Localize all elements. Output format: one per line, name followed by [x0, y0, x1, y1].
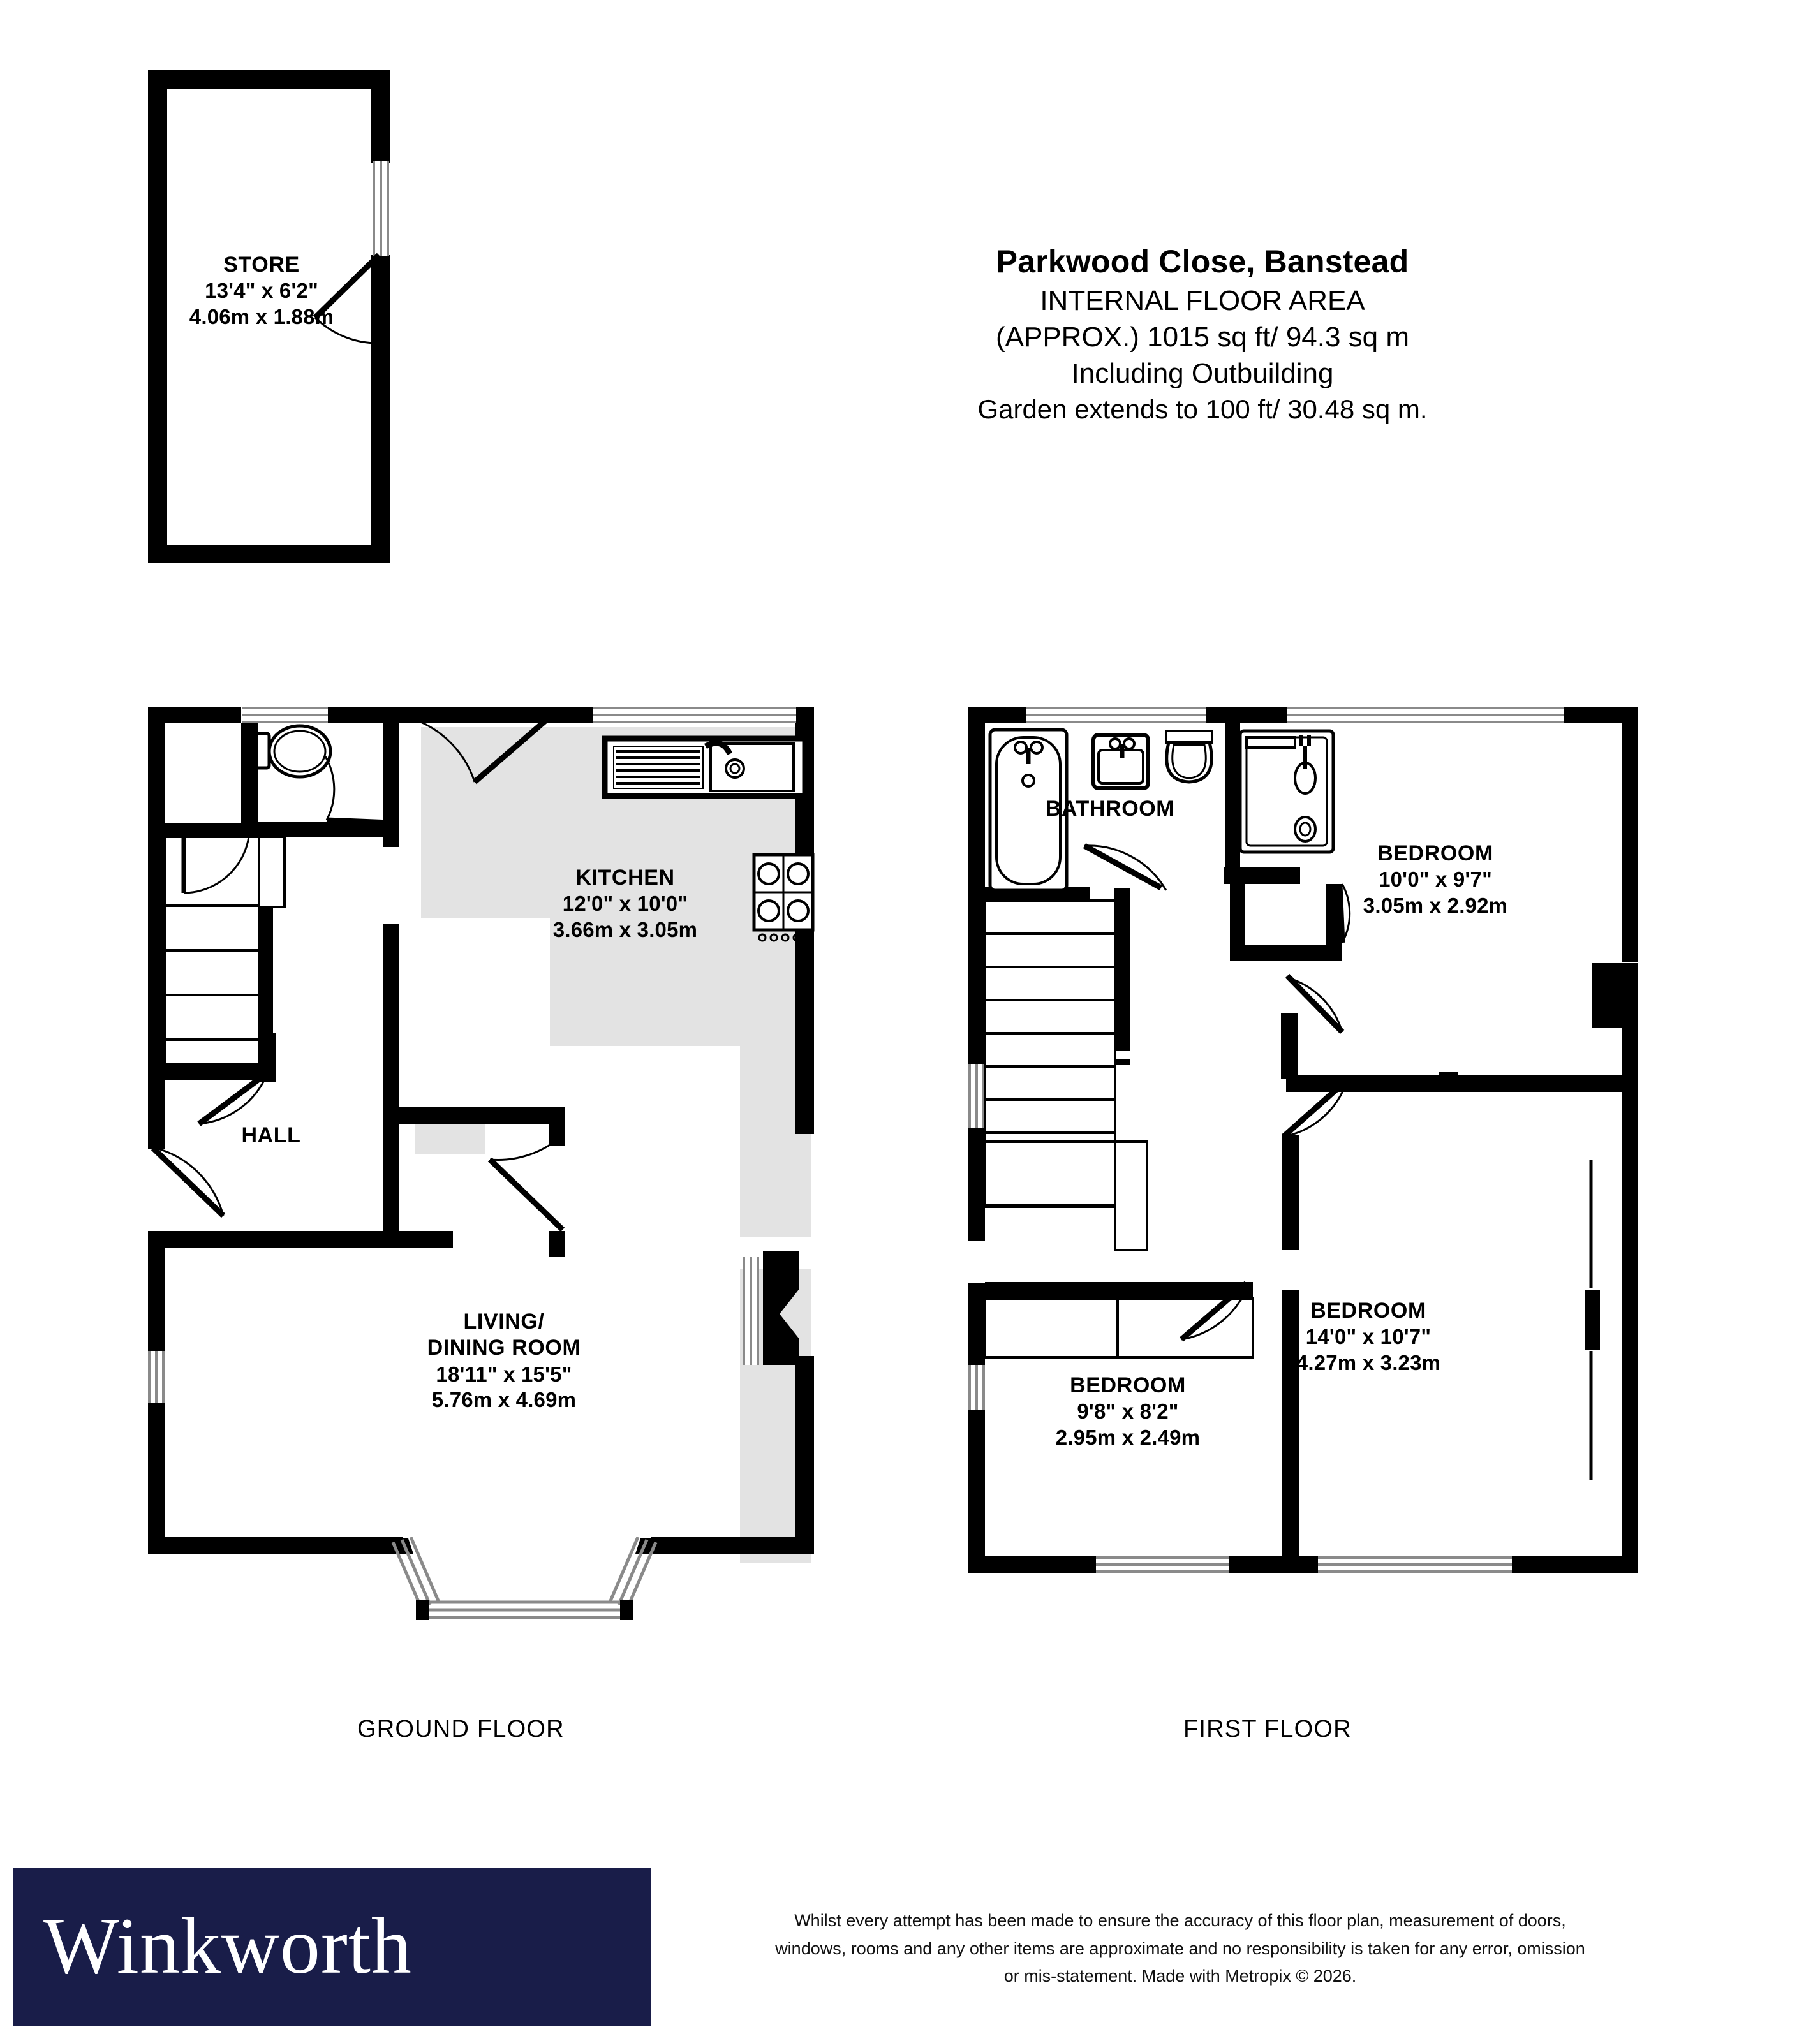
hall-door	[197, 1073, 267, 1126]
bedroom3-door	[1180, 1281, 1249, 1342]
header-line-2: INTERNAL FLOOR AREA	[1040, 285, 1365, 316]
store-room-label: STORE 13'4" x 6'2" 4.06m x 1.88m	[153, 252, 370, 330]
bedroom2-room-label: BEDROOM 14'0" x 10'7" 4.27m x 3.23m	[1247, 1298, 1490, 1376]
brand-logo: Winkworth	[13, 1868, 651, 2026]
understairs-cupboard-door	[181, 829, 250, 894]
ground-floor-internal-walls	[148, 707, 565, 1257]
living-dining-room-label: LIVING/ DINING ROOM 18'11" x 15'5" 5.76m…	[364, 1309, 644, 1413]
page-title: Parkwood Close, Banstead	[996, 244, 1409, 279]
living-room-door	[487, 1133, 565, 1232]
living-imperial: 18'11" x 15'5"	[436, 1362, 572, 1386]
chimney-breast	[763, 1251, 799, 1365]
shower-cubicle-icon	[1238, 729, 1335, 854]
wc-toilet-icon	[253, 724, 332, 779]
ground-floor-walls	[148, 707, 814, 1554]
bedroom3-window	[968, 1365, 985, 1410]
store-outbuilding	[148, 70, 390, 563]
first-floor-internal-walls	[968, 707, 1624, 1573]
disclaimer-line-2: windows, rooms and any other items are a…	[775, 1938, 1585, 1958]
bedroom2-metric: 4.27m x 3.23m	[1296, 1350, 1441, 1374]
brand-logo-text: Winkworth	[43, 1902, 412, 1991]
kitchen-sink-icon	[602, 735, 808, 799]
plan-header: Parkwood Close, Banstead INTERNAL FLOOR …	[880, 241, 1525, 427]
wc-window	[241, 707, 328, 723]
bedroom3-room-label: BEDROOM 9'8" x 8'2" 2.95m x 2.49m	[1007, 1373, 1249, 1450]
kitchen-metric: 3.66m x 3.05m	[552, 917, 698, 941]
bedroom1-room-label: BEDROOM 10'0" x 9'7" 3.05m x 2.92m	[1314, 841, 1557, 918]
first-floor-walls	[968, 707, 1638, 1573]
landing-window	[968, 1064, 985, 1128]
living-room-window-right	[743, 1257, 759, 1365]
staircase-first	[984, 899, 1254, 1359]
living-metric: 5.76m x 4.69m	[431, 1388, 577, 1412]
bedroom2-imperial: 14'0" x 10'7"	[1305, 1325, 1432, 1349]
first-floor-caption: FIRST FLOOR	[1183, 1716, 1352, 1743]
kitchen-window	[593, 707, 796, 723]
front-door	[151, 1146, 226, 1218]
bathroom-window	[1026, 707, 1206, 723]
header-line-3: (APPROX.) 1015 sq ft/ 94.3 sq m	[995, 321, 1410, 353]
wc-toilet-icon-first	[1165, 730, 1213, 784]
kitchen-imperial: 12'0" x 10'0"	[562, 892, 688, 916]
bedroom3-name: BEDROOM	[1070, 1373, 1186, 1397]
kitchen-room-label: KITCHEN 12'0" x 10'0" 3.66m x 3.05m	[504, 865, 746, 943]
ground-floor-plan	[148, 707, 815, 1620]
first-floor-plan	[968, 707, 1638, 1573]
hob-four-burner-icon	[752, 853, 815, 942]
bathroom-room-label: BATHROOM	[1005, 796, 1215, 822]
bay-window	[383, 1537, 666, 1620]
wc-door	[324, 756, 391, 826]
bedroom3-metric: 2.95m x 2.49m	[1055, 1425, 1201, 1449]
living-name-line2: DINING ROOM	[427, 1336, 581, 1360]
kitchen-name: KITCHEN	[575, 866, 675, 890]
hall-room-label: HALL	[191, 1123, 351, 1149]
living-room-window-left	[148, 1351, 165, 1403]
store-imperial: 13'4" x 6'2"	[205, 279, 318, 303]
store-name: STORE	[223, 253, 300, 277]
wash-basin-icon	[1091, 733, 1150, 790]
header-line-4: Including Outbuilding	[1071, 358, 1334, 390]
disclaimer: Whilst every attempt has been made to en…	[714, 1907, 1646, 1991]
bedroom2-name: BEDROOM	[1310, 1299, 1426, 1323]
bedroom1-corner-stub	[1592, 963, 1638, 1028]
bathroom-door	[1083, 843, 1167, 891]
disclaimer-line-3: or mis-statement. Made with Metropix © 2…	[1003, 1966, 1357, 1986]
bedroom1-door	[1285, 973, 1345, 1035]
bedroom1-imperial: 10'0" x 9'7"	[1379, 867, 1492, 892]
bedroom3-imperial: 9'8" x 8'2"	[1077, 1399, 1179, 1424]
store-metric: 4.06m x 1.88m	[189, 304, 334, 328]
kitchen-worktop-fill	[415, 727, 811, 1563]
bathtub-icon	[988, 728, 1069, 892]
bedroom1-name: BEDROOM	[1377, 841, 1493, 866]
store-window	[373, 161, 389, 256]
staircase-ground	[163, 836, 286, 1065]
bedroom1-window	[1287, 707, 1564, 723]
ground-floor-caption: GROUND FLOOR	[357, 1716, 565, 1743]
bathroom-name: BATHROOM	[1045, 797, 1175, 821]
header-line-5: Garden extends to 100 ft/ 30.48 sq m.	[977, 394, 1428, 424]
brand-logo-background	[13, 1868, 651, 2026]
bedroom2-door	[1282, 1082, 1346, 1139]
disclaimer-line-1: Whilst every attempt has been made to en…	[794, 1911, 1566, 1930]
airing-cupboard-door	[1336, 883, 1351, 943]
bedroom2-window-bottom	[1318, 1556, 1512, 1573]
living-name-line1: LIVING/	[463, 1309, 545, 1334]
bedroom3-window-bottom	[1096, 1556, 1229, 1573]
back-door	[400, 714, 552, 785]
bedroom1-metric: 3.05m x 2.92m	[1363, 893, 1508, 917]
store-door	[313, 253, 381, 344]
bedroom2-wardrobe	[1585, 1160, 1600, 1480]
hall-name: HALL	[241, 1123, 301, 1147]
